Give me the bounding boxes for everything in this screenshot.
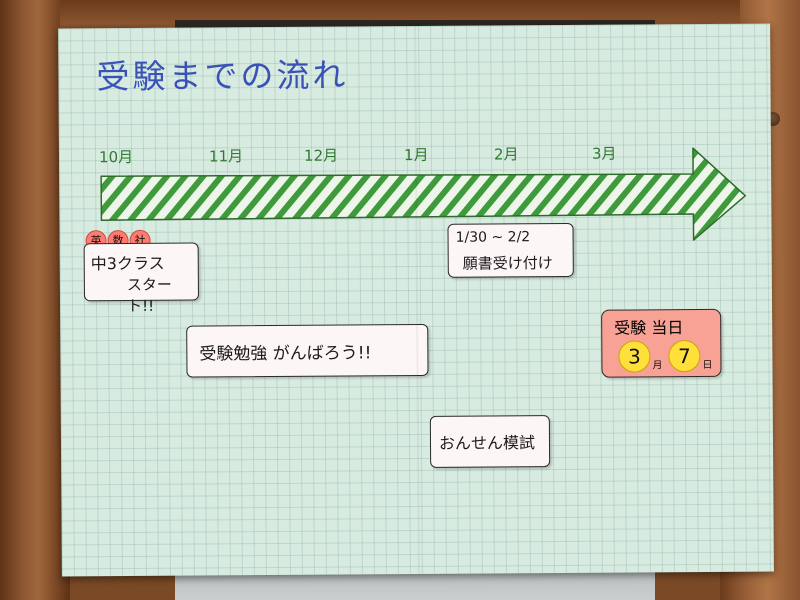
application-card: 1/30 ~ 2/2 願書受け付け [447, 222, 574, 278]
exam-day-card: 受験 当日 3 月 7 日 [601, 308, 722, 378]
exam-day-unit: 日 [702, 359, 713, 372]
study-note: 受験勉強 がんばろう!! [199, 343, 372, 365]
class-start-line2: スタート!! [126, 275, 172, 316]
poster: 受験までの流れ 10月 11月 12月 1月 2月 3月 英 数 社 中3クラス… [58, 23, 774, 577]
timeline-arrow [100, 147, 747, 241]
exam-day-title: 受験 当日 [614, 318, 684, 338]
class-start-card: 中3クラス スタート!! [83, 242, 199, 315]
application-dates: 1/30 ~ 2/2 [455, 229, 531, 246]
exam-month-unit: 月 [652, 360, 663, 372]
application-label: 願書受け付け [462, 254, 553, 273]
exam-day-number: 7 [668, 340, 701, 373]
study-card: 受験勉強 がんばろう!! [186, 323, 429, 378]
mock-exam-card: おんせん模試 [429, 415, 551, 468]
exam-month-number: 3 [618, 340, 651, 373]
class-start-line1: 中3クラス [90, 253, 165, 274]
poster-title: 受験までの流れ [96, 55, 349, 97]
mock-exam-label: おんせん模試 [438, 433, 536, 453]
